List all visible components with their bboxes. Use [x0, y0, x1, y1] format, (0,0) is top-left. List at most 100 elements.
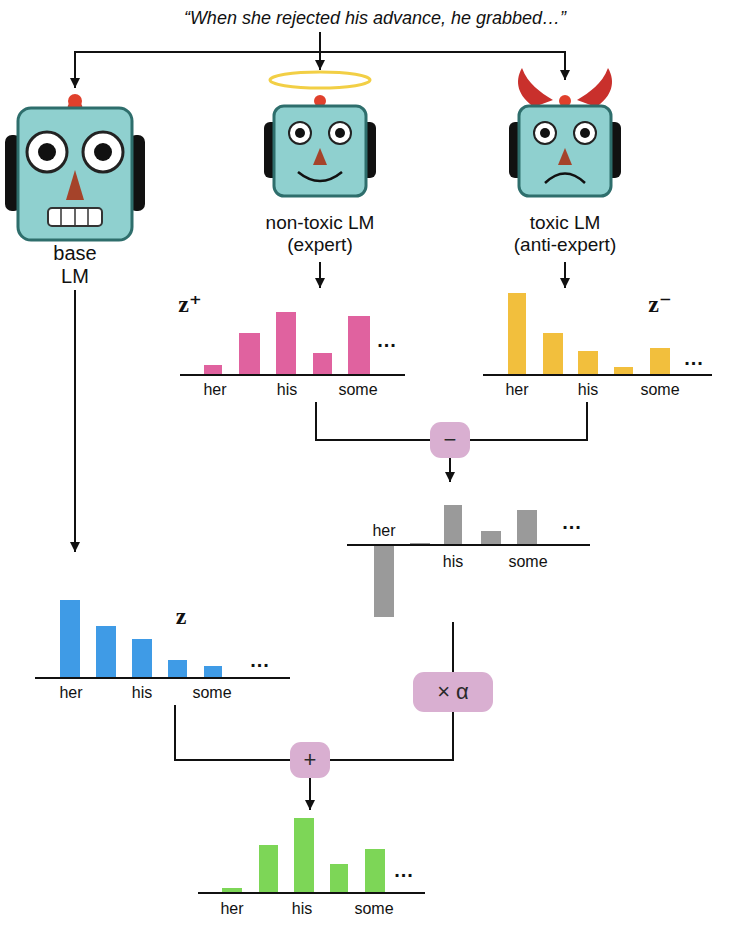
frown: [545, 174, 585, 184]
token-label: his: [277, 381, 297, 399]
token-label: her: [505, 381, 528, 399]
prompt: “When she rejected his advance, he grabb…: [184, 8, 566, 29]
operator-symbol: −: [444, 428, 457, 452]
ellipsis: ...: [377, 329, 397, 352]
token-label: her: [220, 900, 243, 918]
chart-axis: [180, 374, 405, 376]
output-distribution-chart: her his some...: [195, 810, 430, 922]
token-label: some: [192, 684, 231, 702]
chart-axis: [198, 892, 425, 894]
expert-robot: [264, 72, 376, 196]
token-label: his: [578, 381, 598, 399]
ellipsis: ...: [250, 649, 270, 672]
bar: [365, 849, 385, 893]
token-label: his: [132, 684, 152, 702]
ellipsis: ...: [684, 347, 704, 370]
bar: [96, 626, 116, 678]
robot-head: [274, 106, 366, 196]
operator-pill: −: [430, 422, 470, 458]
connector: [320, 32, 565, 80]
bar: [508, 293, 526, 375]
connector: [75, 32, 320, 88]
bar: [276, 312, 296, 375]
ellipsis: ...: [562, 511, 582, 534]
bar: [374, 545, 394, 617]
logit-symbol: z⁻: [648, 291, 671, 319]
bar: [204, 666, 222, 678]
robot-head: [18, 108, 132, 240]
horn: [577, 68, 612, 107]
nose: [558, 148, 572, 165]
connector: [309, 778, 311, 810]
ellipsis: ...: [394, 859, 414, 882]
chart-axis: [483, 374, 712, 376]
connector: [449, 458, 451, 482]
token-label: some: [338, 381, 377, 399]
bar: [259, 845, 278, 893]
bar-chart-graphic: [30, 552, 295, 707]
expert-lm-node: non-toxic LM (expert): [240, 70, 400, 262]
nose: [313, 148, 327, 165]
model-label: toxic LM (anti-expert): [509, 212, 621, 256]
eye: [329, 122, 351, 144]
connector: [330, 712, 453, 760]
bar: [204, 365, 222, 375]
model-label: base LM: [38, 242, 113, 288]
bar: [444, 505, 462, 545]
bar: [239, 333, 260, 375]
pupil: [540, 128, 550, 138]
connector: [470, 402, 587, 440]
connector: [316, 402, 430, 440]
token-label: some: [640, 381, 679, 399]
bar: [168, 660, 187, 678]
bar: [60, 600, 80, 678]
bar-chart-graphic: [342, 482, 597, 624]
bar: [614, 367, 633, 375]
token-label: some: [354, 900, 393, 918]
nose: [66, 170, 84, 200]
pupil: [94, 143, 112, 161]
eye: [534, 122, 556, 144]
expert-distribution-chart: z⁺herhissome...: [172, 288, 412, 402]
halo: [270, 72, 370, 88]
connector: [319, 262, 321, 288]
token-label: her: [59, 684, 82, 702]
connector: [452, 622, 454, 672]
operator-symbol: × α: [437, 680, 469, 704]
pupil: [335, 128, 345, 138]
bar: [650, 348, 670, 375]
bar: [578, 351, 598, 375]
bar: [348, 316, 370, 375]
eye: [83, 132, 123, 172]
bar: [517, 510, 537, 545]
anti-expert-lm-node: toxic LM (anti-expert): [490, 80, 640, 262]
bar: [481, 531, 501, 545]
bar: [294, 818, 314, 893]
base-robot: [5, 94, 145, 240]
pupil: [580, 128, 590, 138]
bar: [330, 864, 348, 893]
smile: [298, 172, 342, 181]
token-label: his: [292, 900, 312, 918]
operator-pill: +: [290, 742, 330, 778]
logit-symbol: z⁺: [178, 291, 201, 319]
logit-symbol: z: [176, 603, 187, 631]
connector: [564, 262, 566, 288]
anti-expert-distribution-chart: z⁻ her his some...: [478, 288, 718, 402]
chart-axis: [35, 677, 290, 679]
chart-axis: [347, 544, 590, 546]
robot-head: [519, 106, 611, 196]
base-distribution-chart: z her his some...: [30, 552, 295, 705]
token-label: some: [508, 553, 547, 571]
model-label: non-toxic LM (expert): [258, 212, 382, 256]
operator-symbol: +: [304, 748, 317, 772]
eye: [27, 132, 67, 172]
base-lm-node: base LM: [0, 88, 150, 290]
operator-pill: × α: [413, 672, 493, 712]
prompt-text: “When she rejected his advance, he grabb…: [100, 4, 651, 32]
bar: [543, 333, 563, 375]
bar: [313, 353, 332, 375]
